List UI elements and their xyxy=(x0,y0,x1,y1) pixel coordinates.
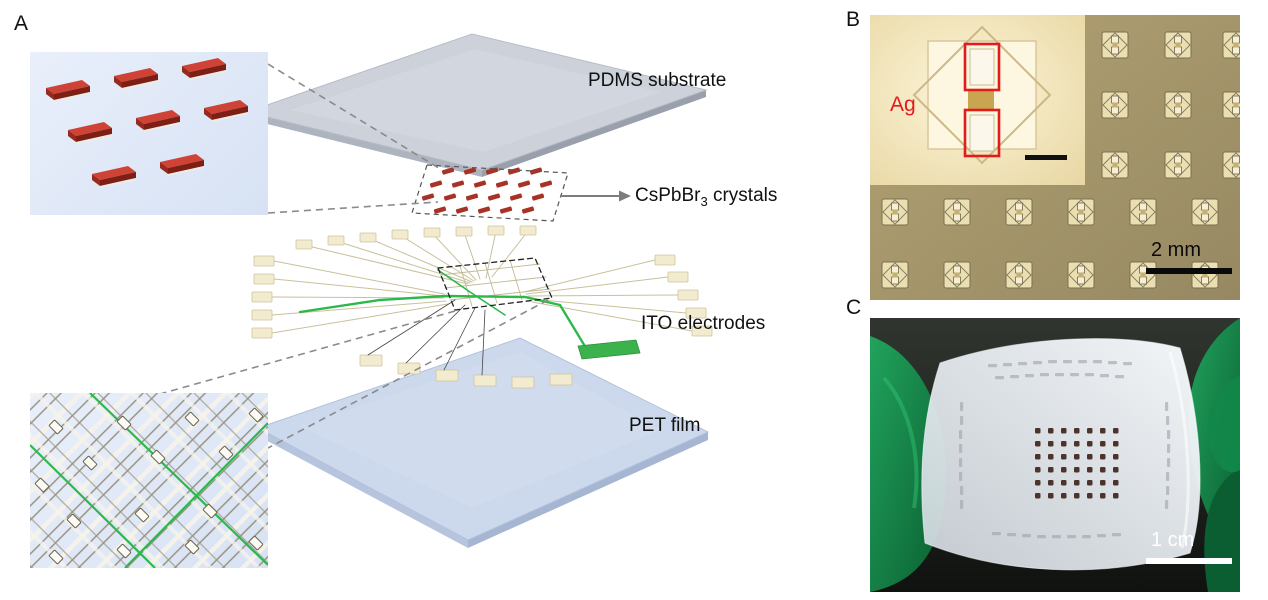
device-closeup-inset: Ag xyxy=(870,15,1085,185)
crystal-label-arrow xyxy=(560,190,631,202)
ito-electrode-layer xyxy=(251,225,713,389)
panel-a-label: A xyxy=(14,12,29,35)
exploded-device-schematic xyxy=(159,33,713,548)
green-trace xyxy=(298,269,588,350)
panel-b-label: B xyxy=(846,8,861,31)
pdms-substrate-sheet xyxy=(245,33,708,177)
crystal-label: CsPbBr3 crystals xyxy=(635,185,778,209)
crystal-array xyxy=(411,164,569,222)
microscope-image: Ag 2 mm xyxy=(870,15,1240,300)
scale-text-c: 1 cm xyxy=(1151,529,1194,551)
scale-bar-b xyxy=(1146,268,1232,274)
pdms-label: PDMS substrate xyxy=(588,70,727,91)
zoom-connector-lines xyxy=(159,63,549,449)
ito-label: ITO electrodes xyxy=(641,313,766,334)
scale-text-b: 2 mm xyxy=(1151,239,1201,261)
crystal-closeup-art xyxy=(46,58,248,188)
electrode-closeup-art xyxy=(30,393,268,568)
right-glove-fingertip xyxy=(1207,376,1240,473)
flexible-film-photo: 1 cm xyxy=(870,318,1240,592)
inset-scale-bar xyxy=(1025,155,1067,160)
panel-c-label: C xyxy=(846,296,862,319)
crystal-closeup-inset xyxy=(30,52,268,215)
ag-label: Ag xyxy=(890,93,916,116)
ag-marker-boxes xyxy=(963,42,1001,158)
pet-label: PET film xyxy=(629,415,701,436)
scale-bar-c xyxy=(1146,558,1232,564)
pet-film-sheet xyxy=(256,337,710,548)
green-contact-pad xyxy=(577,339,641,360)
flexible-film xyxy=(921,338,1201,571)
electrode-closeup-inset xyxy=(30,393,268,568)
